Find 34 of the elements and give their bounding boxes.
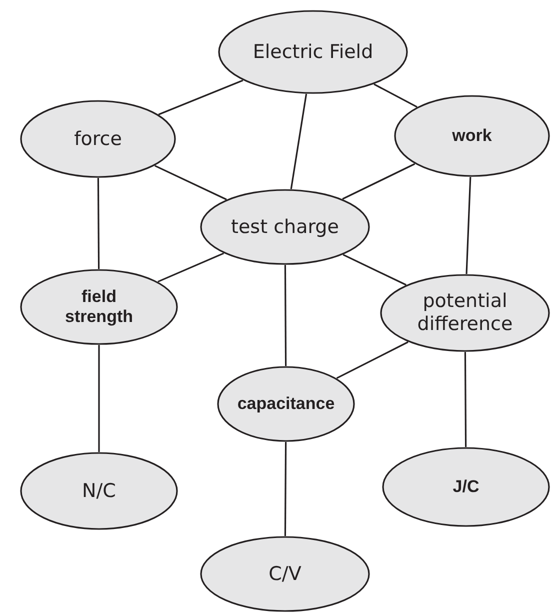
- connector-line: [158, 252, 224, 282]
- connector-line: [284, 265, 287, 366]
- ellipse-node: [20, 269, 178, 345]
- ellipse-node: [200, 189, 370, 265]
- node-label: potential difference: [416, 290, 514, 336]
- connector-line: [342, 254, 406, 286]
- connector-line: [158, 80, 244, 116]
- ellipse-node: [217, 366, 355, 442]
- node-label: force: [74, 128, 122, 150]
- connector-line: [374, 84, 418, 108]
- ellipse-node: [394, 95, 550, 177]
- connector-line: [97, 178, 100, 269]
- node-label: Electric Field: [252, 40, 374, 64]
- ellipse-node: [382, 447, 550, 527]
- connector-line: [154, 164, 227, 200]
- ellipse-node: [218, 10, 408, 94]
- node-label: capacitance: [237, 394, 335, 414]
- node-label: field strength: [64, 286, 134, 328]
- node-label: N/C: [82, 480, 116, 502]
- connector-line: [464, 352, 467, 447]
- connector-line: [342, 163, 416, 200]
- ellipse-node: [200, 536, 370, 612]
- ellipse-node: [380, 274, 550, 352]
- connector-line: [98, 345, 100, 452]
- connector-line: [284, 442, 287, 536]
- ellipse-node: [20, 100, 176, 178]
- node-label: C/V: [268, 562, 302, 586]
- node-label: J/C: [452, 476, 480, 498]
- ellipse-node: [20, 452, 178, 530]
- node-label: test charge: [231, 216, 339, 238]
- node-label: work: [452, 126, 492, 146]
- connector-line: [290, 94, 308, 190]
- connector-line: [336, 341, 408, 379]
- connector-line: [466, 176, 472, 274]
